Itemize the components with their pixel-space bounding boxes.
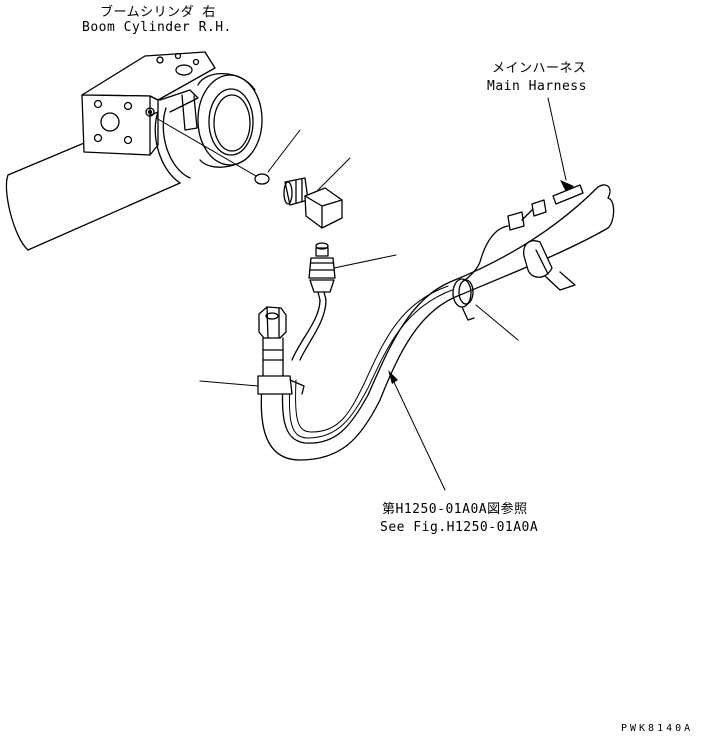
boom-cylinder-label-jp: ブームシリンダ 右 [100, 4, 216, 20]
see-fig-label-en: See Fig.H1250-01A0A [380, 520, 538, 535]
hydraulic-hose [260, 184, 615, 461]
boom-cylinder-label-en: Boom Cylinder R.H. [82, 20, 232, 35]
drawing-reference: PWK8140A [621, 723, 693, 734]
boom-cylinder [5, 51, 263, 251]
hose-clamp-upper [523, 240, 576, 291]
hose-clamp-middle [452, 278, 519, 341]
main-harness-label-jp: メインハーネス [492, 61, 587, 76]
see-fig-leader [388, 370, 446, 491]
main-harness-label-en: Main Harness [487, 79, 587, 94]
hydraulic-switch [308, 242, 397, 301]
hose-clamp-lower [199, 375, 305, 395]
hose-fitting [258, 306, 287, 376]
switch-wire [291, 299, 327, 361]
main-harness-connectors [461, 97, 584, 283]
elbow-connector [283, 157, 351, 229]
see-fig-label-jp: 第H1250-01A0A図参照 [382, 501, 528, 517]
o-ring [155, 117, 301, 185]
